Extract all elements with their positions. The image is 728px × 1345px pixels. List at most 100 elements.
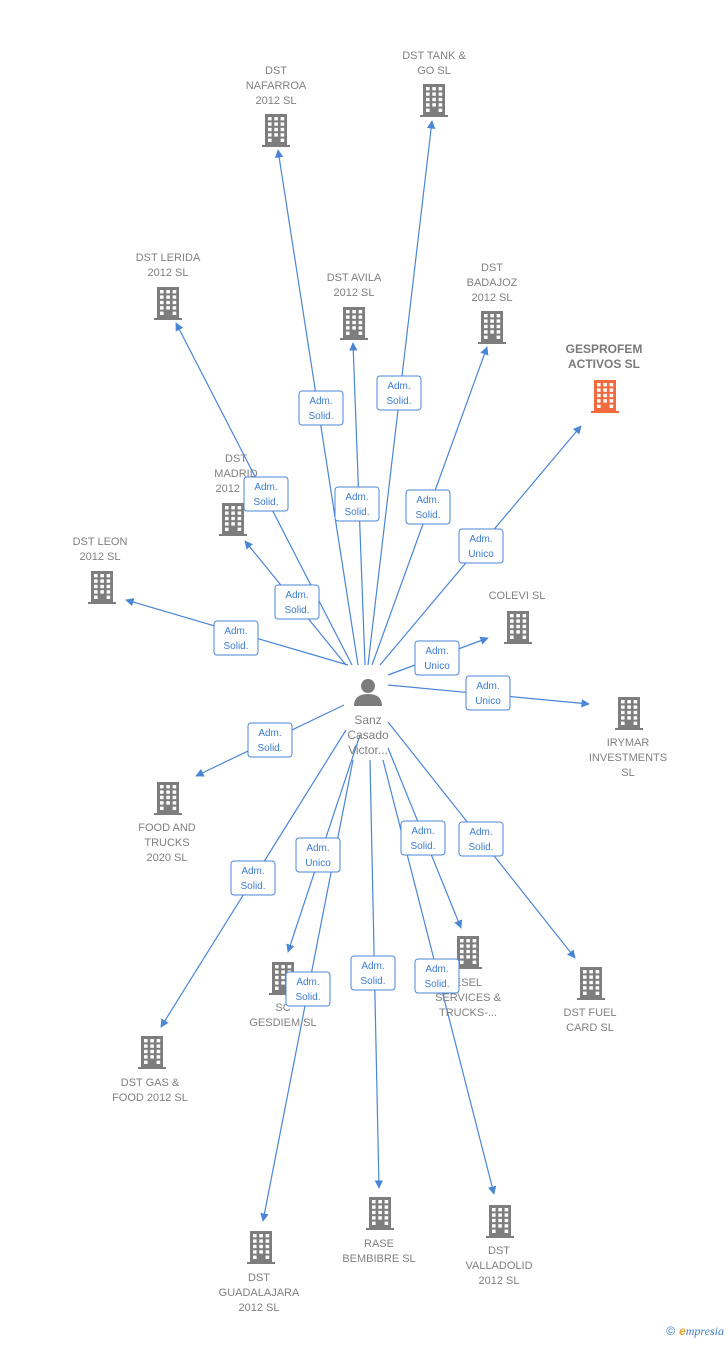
company-label: DST TANK &: [402, 50, 466, 62]
relation-badge-dst-guadalajara[interactable]: Adm.Solid.: [285, 971, 331, 1007]
relation-text: Adm.: [476, 681, 499, 692]
relation-badge-dst-madrid[interactable]: Adm.Solid.: [274, 584, 320, 620]
company-label: TRUCKS: [144, 837, 189, 849]
empresia-logo: ©empresia: [666, 1324, 724, 1339]
company-node-dst-tank-go[interactable]: DST TANK & GO SL: [402, 50, 466, 117]
company-label: SL: [621, 767, 634, 779]
company-label: 2012 SL: [148, 267, 189, 279]
relation-text: Adm.: [241, 866, 264, 877]
relation-badge-dst-badajoz[interactable]: Adm.Solid.: [405, 489, 451, 525]
relation-text: Solid.: [308, 411, 333, 422]
copyright-symbol: ©: [666, 1324, 676, 1338]
building-icon: [486, 1205, 514, 1238]
relation-badge-dst-leon[interactable]: Adm.Solid.: [213, 620, 259, 656]
building-icon: [340, 307, 368, 340]
company-label: VALLADOLID: [465, 1260, 532, 1272]
person-name: Casado: [347, 728, 389, 742]
person-node[interactable]: SanzCasadoVictor...: [347, 679, 389, 757]
company-label: DST FUEL: [564, 1007, 617, 1019]
building-icon: [88, 571, 116, 604]
company-label: TRUCKS-...: [439, 1007, 497, 1019]
company-label: GESPROFEM: [566, 342, 643, 356]
relation-badge-sc-gesdiem[interactable]: Adm.Unico: [295, 837, 341, 873]
logo-text: mpresia: [685, 1324, 724, 1338]
building-icon: [262, 114, 290, 147]
building-icon: [478, 311, 506, 344]
building-icon: [366, 1197, 394, 1230]
building-icon: [420, 84, 448, 117]
relation-text: Adm.: [345, 492, 368, 503]
relation-text: Adm.: [387, 381, 410, 392]
company-node-dst-gas-food[interactable]: DST GAS & FOOD 2012 SL: [112, 1036, 188, 1104]
relation-badge-dst-gas-food[interactable]: Adm. Solid.: [230, 860, 276, 896]
relation-text: Solid.: [253, 497, 278, 508]
relation-text: Solid.: [223, 641, 248, 652]
relation-badge-dst-tank-go[interactable]: Adm.Solid.: [376, 375, 422, 411]
company-label: DST GAS &: [121, 1077, 180, 1089]
building-icon: [247, 1231, 275, 1264]
building-icon: [154, 287, 182, 320]
company-label: DST: [481, 262, 503, 274]
relation-badge-dst-fuel-card[interactable]: Adm.Solid.: [458, 821, 504, 857]
relation-text: Unico: [468, 549, 494, 560]
company-label: BEMBIBRE SL: [342, 1253, 415, 1265]
building-icon: [154, 782, 182, 815]
logo-e: e: [679, 1324, 686, 1338]
building-icon: [219, 503, 247, 536]
relation-text: Adm.: [309, 396, 332, 407]
relation-badge-gesprofem[interactable]: Adm.Unico: [458, 528, 504, 564]
relation-badge-dst-nafarroa[interactable]: Adm. Solid.: [298, 390, 344, 426]
relation-text: Solid.: [240, 881, 265, 892]
company-label: CARD SL: [566, 1022, 614, 1034]
company-node-dst-valladolid[interactable]: DST VALLADOLID 2012 SL: [465, 1205, 533, 1287]
person-name: Victor...: [348, 743, 388, 757]
company-label: ESEL: [454, 977, 482, 989]
relation-badge-colevi[interactable]: Adm.Unico: [414, 640, 460, 676]
company-label: GUADALAJARA: [219, 1287, 300, 1299]
company-label: FOOD 2012 SL: [112, 1092, 188, 1104]
company-label: DST LEON: [73, 536, 128, 548]
relation-badge-dst-avila[interactable]: Adm.Solid.: [334, 486, 380, 522]
relation-text: Solid.: [415, 510, 440, 521]
building-icon: [615, 697, 643, 730]
relation-badge-dst-lerida[interactable]: Adm.Solid.: [243, 476, 289, 512]
company-label: DST: [488, 1245, 510, 1257]
relation-text: Adm.: [425, 646, 448, 657]
company-node-irymar[interactable]: IRYMAR INVESTMENTS SL: [589, 697, 667, 779]
company-node-dst-leon[interactable]: DST LEON 2012 SL: [73, 536, 128, 604]
company-node-dst-fuel-card[interactable]: DST FUEL CARD SL: [564, 967, 617, 1034]
company-label: COLEVI SL: [489, 590, 546, 602]
company-label: IRYMAR: [607, 737, 650, 749]
relation-badge-irymar[interactable]: Adm.Unico: [465, 675, 511, 711]
relation-text: Solid.: [360, 976, 385, 987]
company-label: GO SL: [417, 65, 451, 77]
company-label: INVESTMENTS: [589, 752, 667, 764]
company-node-colevi[interactable]: COLEVI SL: [489, 590, 546, 644]
relation-text: Solid.: [284, 605, 309, 616]
relation-text: Solid.: [410, 841, 435, 852]
company-label: DST AVILA: [327, 272, 382, 284]
building-icon: [138, 1036, 166, 1069]
company-label: FOOD AND: [138, 822, 196, 834]
company-label: 2012 SL: [80, 551, 121, 563]
person-icon: [354, 679, 382, 706]
relation-badge-food-trucks[interactable]: Adm.Solid.: [247, 722, 293, 758]
company-label: 2012 SL: [256, 95, 297, 107]
relation-text: Adm.: [296, 977, 319, 988]
company-label: DST: [248, 1272, 270, 1284]
relation-badge-dst-valladolid[interactable]: Adm.Solid.: [414, 958, 460, 994]
company-label: 2012 SL: [479, 1275, 520, 1287]
company-label: NAFARROA: [246, 80, 307, 92]
person-name: Sanz: [354, 713, 381, 727]
relation-badge-rase-bembibre[interactable]: Adm.Solid.: [350, 955, 396, 991]
relation-badge-diesel-services[interactable]: Adm.Solid.: [400, 820, 446, 856]
